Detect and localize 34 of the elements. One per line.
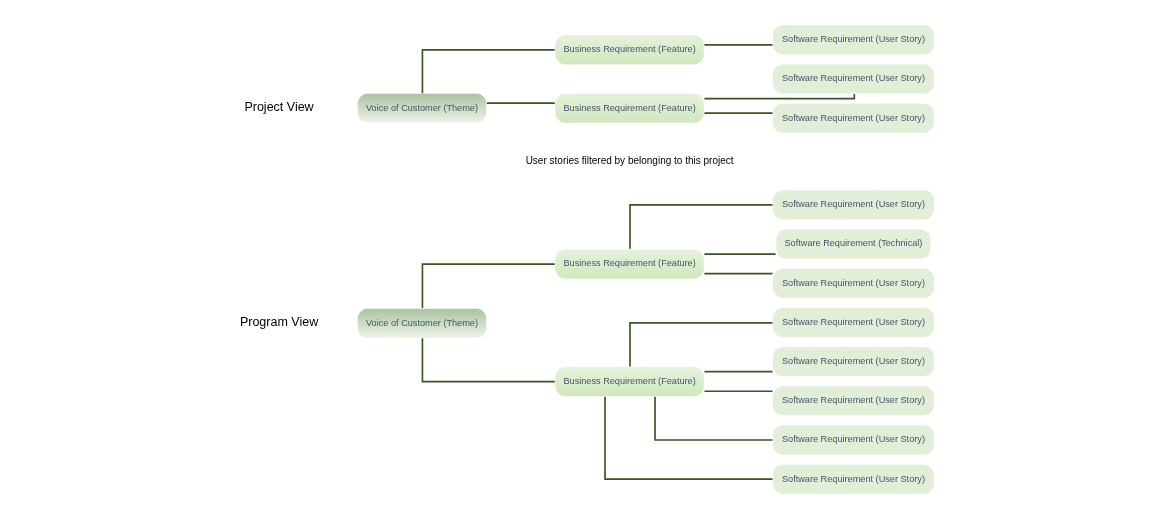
node-box: Software Requirement (User Story): [771, 189, 935, 221]
node-box: Software Requirement (User Story): [771, 463, 935, 495]
label: User stories filtered by belonging to this project: [525, 155, 734, 167]
connector: [703, 370, 773, 373]
connector: [653, 395, 773, 441]
connector: [603, 395, 773, 480]
node-box: Business Requirement (Feature): [554, 366, 705, 398]
node-box: Business Requirement (Feature): [554, 34, 705, 66]
connector: [703, 44, 773, 46]
node-box: Software Requirement (Technical): [775, 228, 931, 260]
connector: [421, 337, 556, 383]
connector: [628, 322, 773, 368]
node-box: Voice of Customer (Theme): [356, 92, 487, 124]
connector: [703, 253, 776, 255]
node-box: Software Requirement (User Story): [771, 307, 935, 338]
node-box: Software Requirement (User Story): [771, 24, 935, 56]
node-box: Business Requirement (Feature): [554, 248, 705, 280]
label: Project View: [243, 100, 314, 115]
node-box: Business Requirement (Feature): [554, 92, 705, 124]
node-box: Software Requirement (User Story): [771, 346, 935, 378]
connector: [421, 263, 556, 309]
connector: [421, 49, 556, 94]
connector: [628, 204, 773, 250]
label: Program View: [239, 315, 318, 330]
node-box: Software Requirement (User Story): [771, 267, 935, 299]
node-box: Software Requirement (User Story): [771, 102, 935, 134]
node-box: Voice of Customer (Theme): [356, 307, 487, 339]
connector: [703, 272, 773, 275]
node-box: Software Requirement (User Story): [771, 63, 935, 95]
connector: [703, 112, 773, 114]
node-box: Software Requirement (User Story): [771, 424, 935, 456]
connector: [703, 390, 773, 393]
connector: [485, 102, 556, 104]
node-box: Software Requirement (User Story): [771, 385, 935, 417]
